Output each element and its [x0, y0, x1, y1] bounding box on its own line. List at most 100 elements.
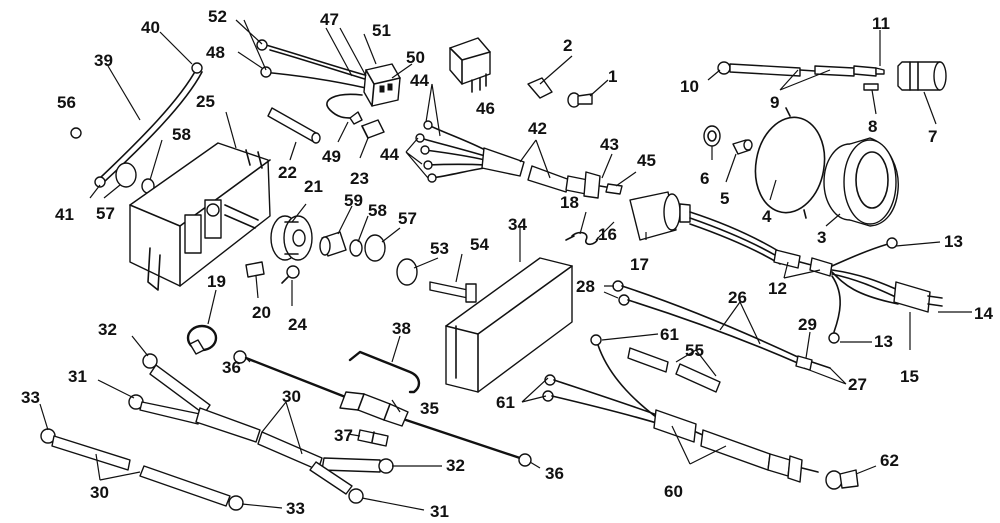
label-58b: 58 [368, 201, 387, 220]
label-1: 1 [608, 67, 617, 86]
label-57b: 57 [398, 209, 417, 228]
label-12: 12 [768, 279, 787, 298]
relay-46 [449, 37, 491, 93]
label-33b: 33 [286, 499, 305, 518]
gauge-3 [823, 137, 899, 227]
label-61a: 61 [660, 325, 679, 344]
battery-cables [40, 353, 394, 511]
label-56: 56 [57, 93, 76, 112]
label-39: 39 [94, 51, 113, 70]
label-29: 29 [798, 315, 817, 334]
label-28: 28 [576, 277, 595, 296]
module-34 [445, 257, 573, 393]
label-46: 46 [476, 99, 495, 118]
callout-labels: 40 39 56 25 58 41 57 52 47 51 48 50 46 4… [21, 7, 993, 521]
label-40: 40 [141, 18, 160, 37]
label-44a: 44 [410, 71, 429, 90]
label-19: 19 [207, 272, 226, 291]
spacer-59 [319, 231, 347, 257]
sleeves-55 [627, 347, 721, 393]
clip-20 [245, 261, 265, 278]
label-35: 35 [420, 399, 439, 418]
label-25: 25 [196, 92, 215, 111]
label-6: 6 [700, 169, 709, 188]
label-3: 3 [817, 228, 826, 247]
label-8: 8 [868, 117, 877, 136]
gasket-4 [754, 107, 826, 219]
label-32a: 32 [98, 320, 117, 339]
label-16: 16 [598, 225, 617, 244]
label-43: 43 [600, 135, 619, 154]
bulb-holder-6 [703, 125, 721, 147]
label-53: 53 [430, 239, 449, 258]
grommet-21 [270, 215, 313, 261]
label-24: 24 [288, 315, 307, 334]
label-59: 59 [344, 191, 363, 210]
label-42: 42 [528, 119, 547, 138]
control-box [129, 142, 271, 291]
label-33a: 33 [21, 388, 40, 407]
label-31a: 31 [68, 367, 87, 386]
washer-57 [115, 162, 137, 188]
label-45: 45 [637, 151, 656, 170]
label-60: 60 [664, 482, 683, 501]
clip-2 [527, 77, 553, 99]
label-30b: 30 [90, 483, 109, 502]
label-2: 2 [563, 36, 572, 55]
gauge-harness [629, 191, 943, 344]
label-31b: 31 [430, 502, 449, 521]
label-20: 20 [252, 303, 271, 322]
label-41: 41 [55, 205, 74, 224]
label-55: 55 [685, 341, 704, 360]
label-32b: 32 [446, 456, 465, 475]
tach-cable [717, 61, 885, 77]
label-52: 52 [208, 7, 227, 26]
screw-24 [281, 265, 300, 284]
bolt-54 [429, 281, 477, 303]
nut-62 [825, 469, 859, 490]
label-36a: 36 [222, 358, 241, 377]
label-14: 14 [974, 304, 993, 323]
bulb-5 [732, 139, 753, 155]
label-13b: 13 [874, 332, 893, 351]
label-17: 17 [630, 255, 649, 274]
label-27: 27 [848, 375, 867, 394]
key-switch-harness [415, 120, 623, 199]
label-11: 11 [872, 14, 890, 33]
label-57a: 57 [96, 204, 115, 223]
label-22: 22 [278, 163, 297, 182]
washer-53 [396, 258, 418, 286]
label-48: 48 [206, 43, 225, 62]
label-18: 18 [560, 193, 579, 212]
label-58a: 58 [172, 125, 191, 144]
label-15: 15 [900, 367, 919, 386]
plug-7 [897, 61, 947, 91]
label-10: 10 [680, 77, 699, 96]
trim-switch-harness [542, 334, 819, 483]
pin-8 [863, 83, 879, 91]
washer-57b [364, 234, 386, 262]
fuse-harness [233, 350, 532, 467]
block-23 [361, 119, 385, 139]
bracket-38 [348, 350, 421, 394]
label-51: 51 [372, 21, 391, 40]
label-21: 21 [304, 177, 323, 196]
label-30a: 30 [282, 387, 301, 406]
label-13a: 13 [944, 232, 963, 251]
label-61b: 61 [496, 393, 515, 412]
nut-56 [70, 127, 82, 139]
label-49: 49 [322, 147, 341, 166]
label-4: 4 [762, 207, 772, 226]
retainer-18 [565, 231, 599, 246]
label-62: 62 [880, 451, 899, 470]
label-47: 47 [320, 10, 339, 29]
leader-lines [39, 19, 972, 511]
label-50: 50 [406, 48, 425, 67]
label-44b: 44 [380, 145, 399, 164]
clamp-19 [186, 324, 218, 355]
label-36b: 36 [545, 464, 564, 483]
sleeve-22 [267, 107, 321, 144]
label-37: 37 [334, 426, 353, 445]
